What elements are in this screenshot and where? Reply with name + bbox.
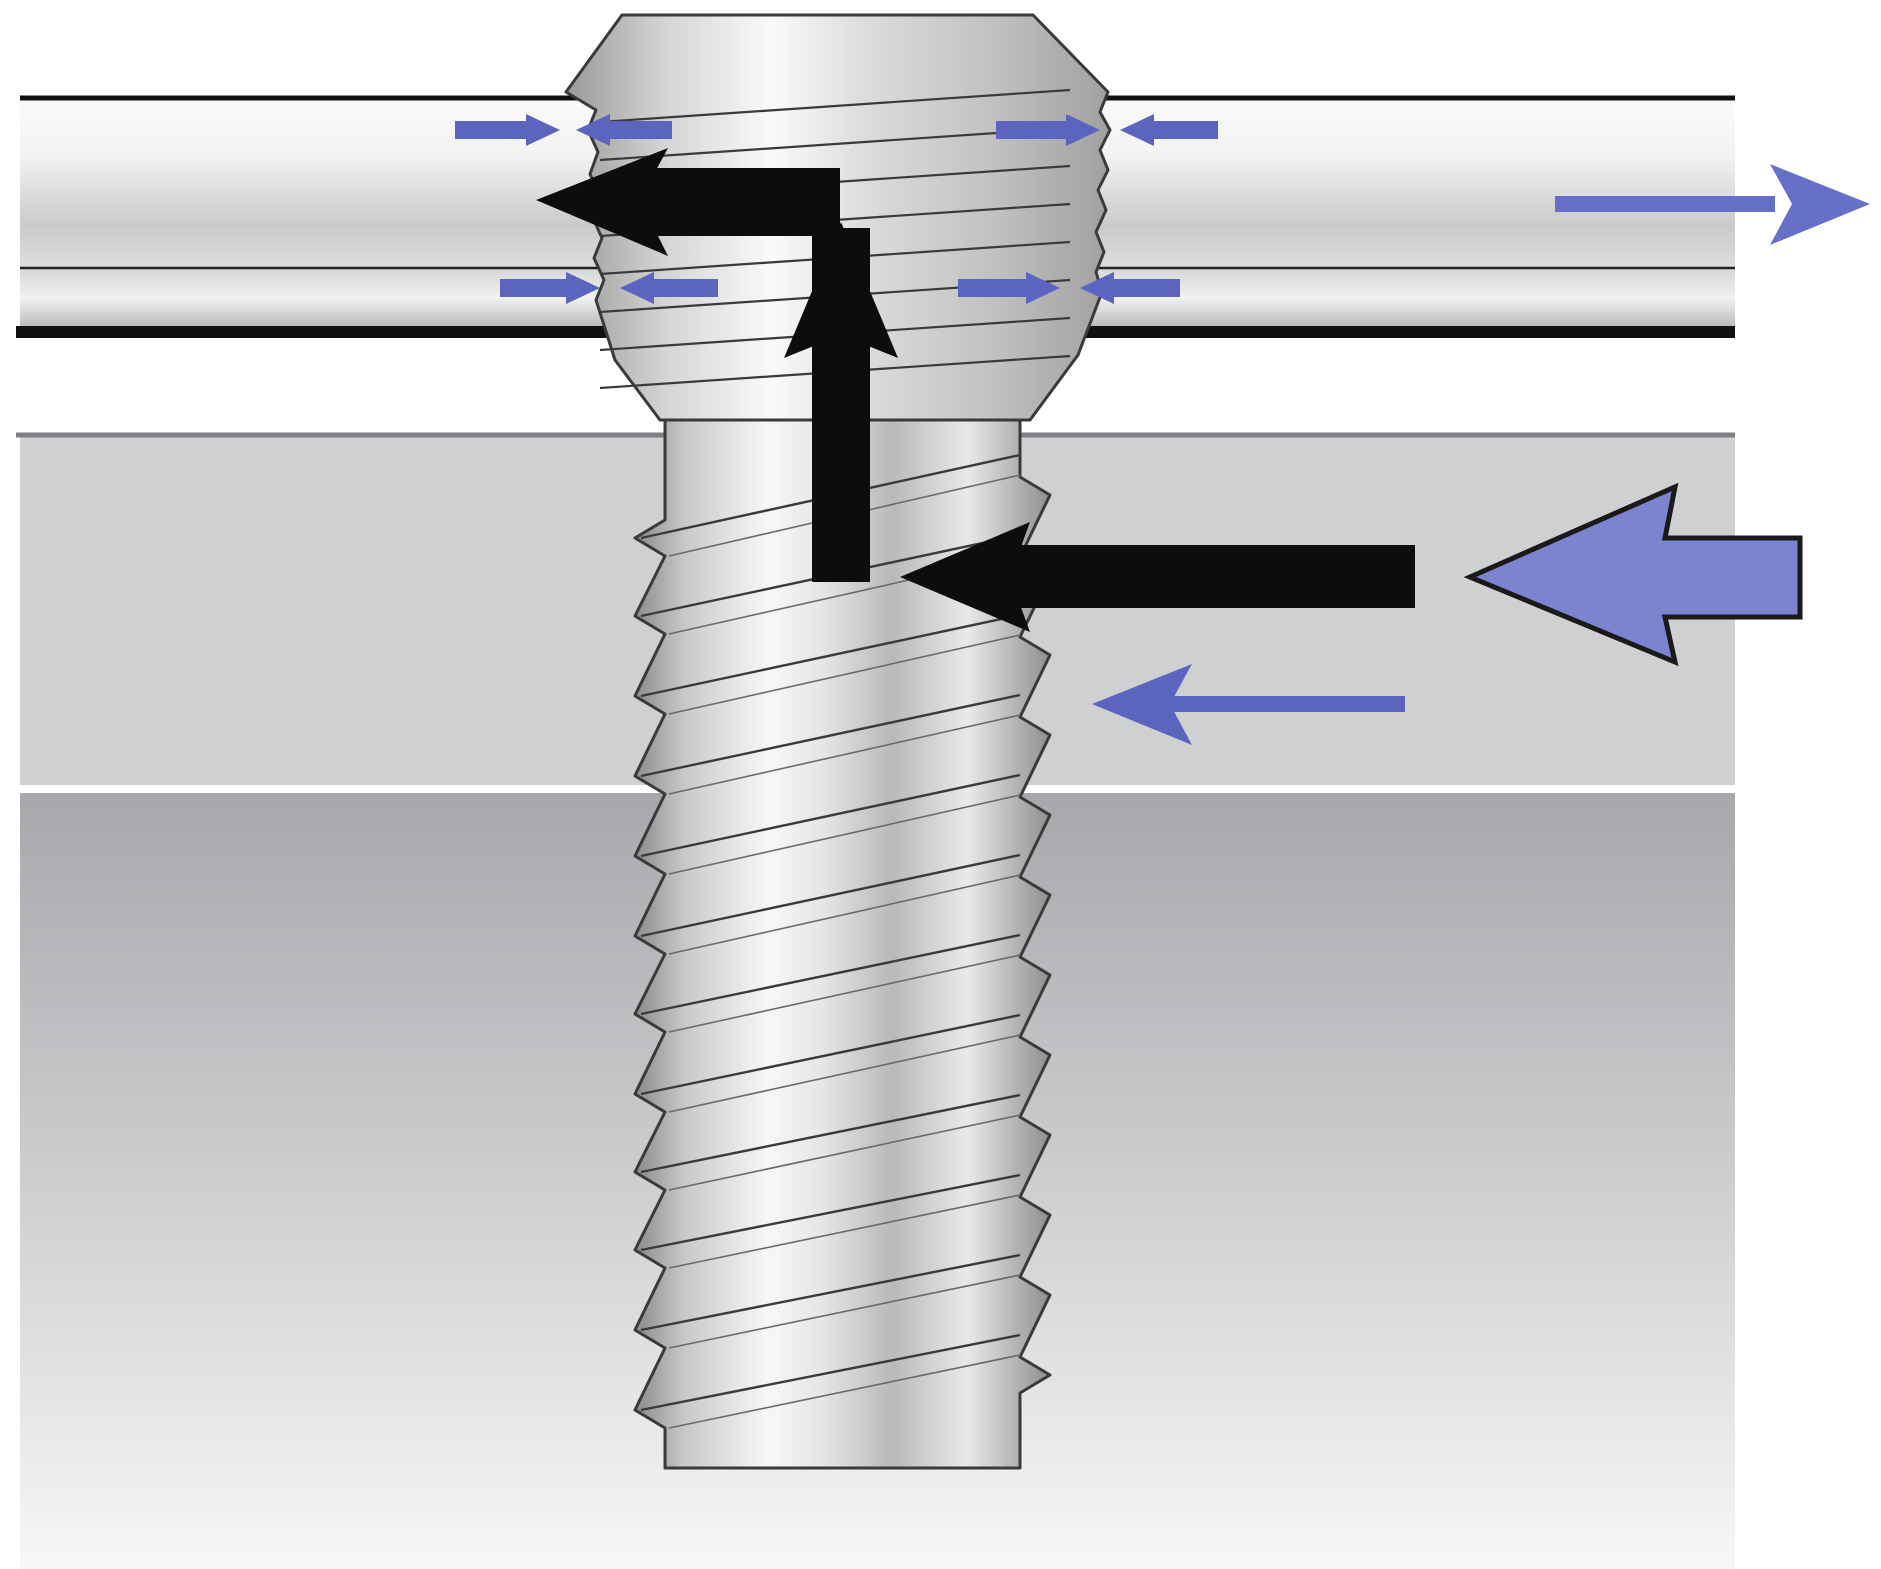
thread-line (640, 773, 1021, 858)
thread-shadow-line (668, 874, 1021, 955)
thread-shadow-line (668, 794, 1021, 875)
thread-shadow-line (668, 1354, 1021, 1429)
thread-line (640, 853, 1021, 938)
thread-line (640, 933, 1021, 1016)
black-force-arrow-vertical-upper-shaft (812, 228, 870, 338)
blue-bone-arrowhead (1092, 664, 1192, 745)
thread-line (640, 1253, 1021, 1332)
thread-shadow-line (668, 1114, 1021, 1191)
thread-shadow-line (668, 714, 1021, 795)
thread-shadow-line (668, 954, 1021, 1033)
blue-plate-arrow-shaft (1555, 196, 1775, 212)
thread-shadow-line (668, 1194, 1021, 1269)
thread-line (640, 1013, 1021, 1096)
thread-line (640, 1333, 1021, 1412)
thread-shadow-line (668, 634, 1021, 715)
blue-contact-arrow (455, 114, 560, 146)
blue-plate-arrowhead (1770, 164, 1870, 245)
blue-small-arrows (455, 114, 1218, 304)
black-arrowhead-top (536, 148, 668, 256)
thread-line (640, 1093, 1021, 1174)
black-force-arrow-horizontal-shaft (1005, 546, 1415, 608)
thread-shadow-line (668, 1274, 1021, 1349)
thread-line (640, 1173, 1021, 1252)
blue-bone-arrow (1092, 664, 1405, 745)
blue-contact-arrow (1080, 272, 1180, 304)
screw-shaft-threads (640, 453, 1021, 1429)
black-force-arrow-vertical-shaft (812, 320, 870, 582)
black-force-arrow-top-shaft (640, 168, 840, 236)
blue-contact-arrow (576, 114, 672, 146)
head-thread-line (599, 126, 1071, 162)
thread-line (640, 693, 1021, 778)
black-arrowhead-horizontal (900, 522, 1030, 632)
blue-bone-arrow-shaft (1170, 696, 1405, 712)
blue-contact-arrow (958, 272, 1060, 304)
blue-contact-arrow (996, 114, 1100, 146)
blue-contact-arrow (500, 272, 600, 304)
blue-contact-arrow (620, 272, 718, 304)
screw-shaft-body (633, 418, 1052, 1470)
blue-large-load-arrow (1463, 482, 1803, 667)
thread-line (640, 613, 1021, 698)
blue-contact-arrow (1120, 114, 1218, 146)
thread-shadow-line (668, 1034, 1021, 1113)
head-thread-line (599, 88, 1071, 124)
blue-plate-arrow (1555, 164, 1870, 245)
screw-shaft (633, 418, 1052, 1470)
